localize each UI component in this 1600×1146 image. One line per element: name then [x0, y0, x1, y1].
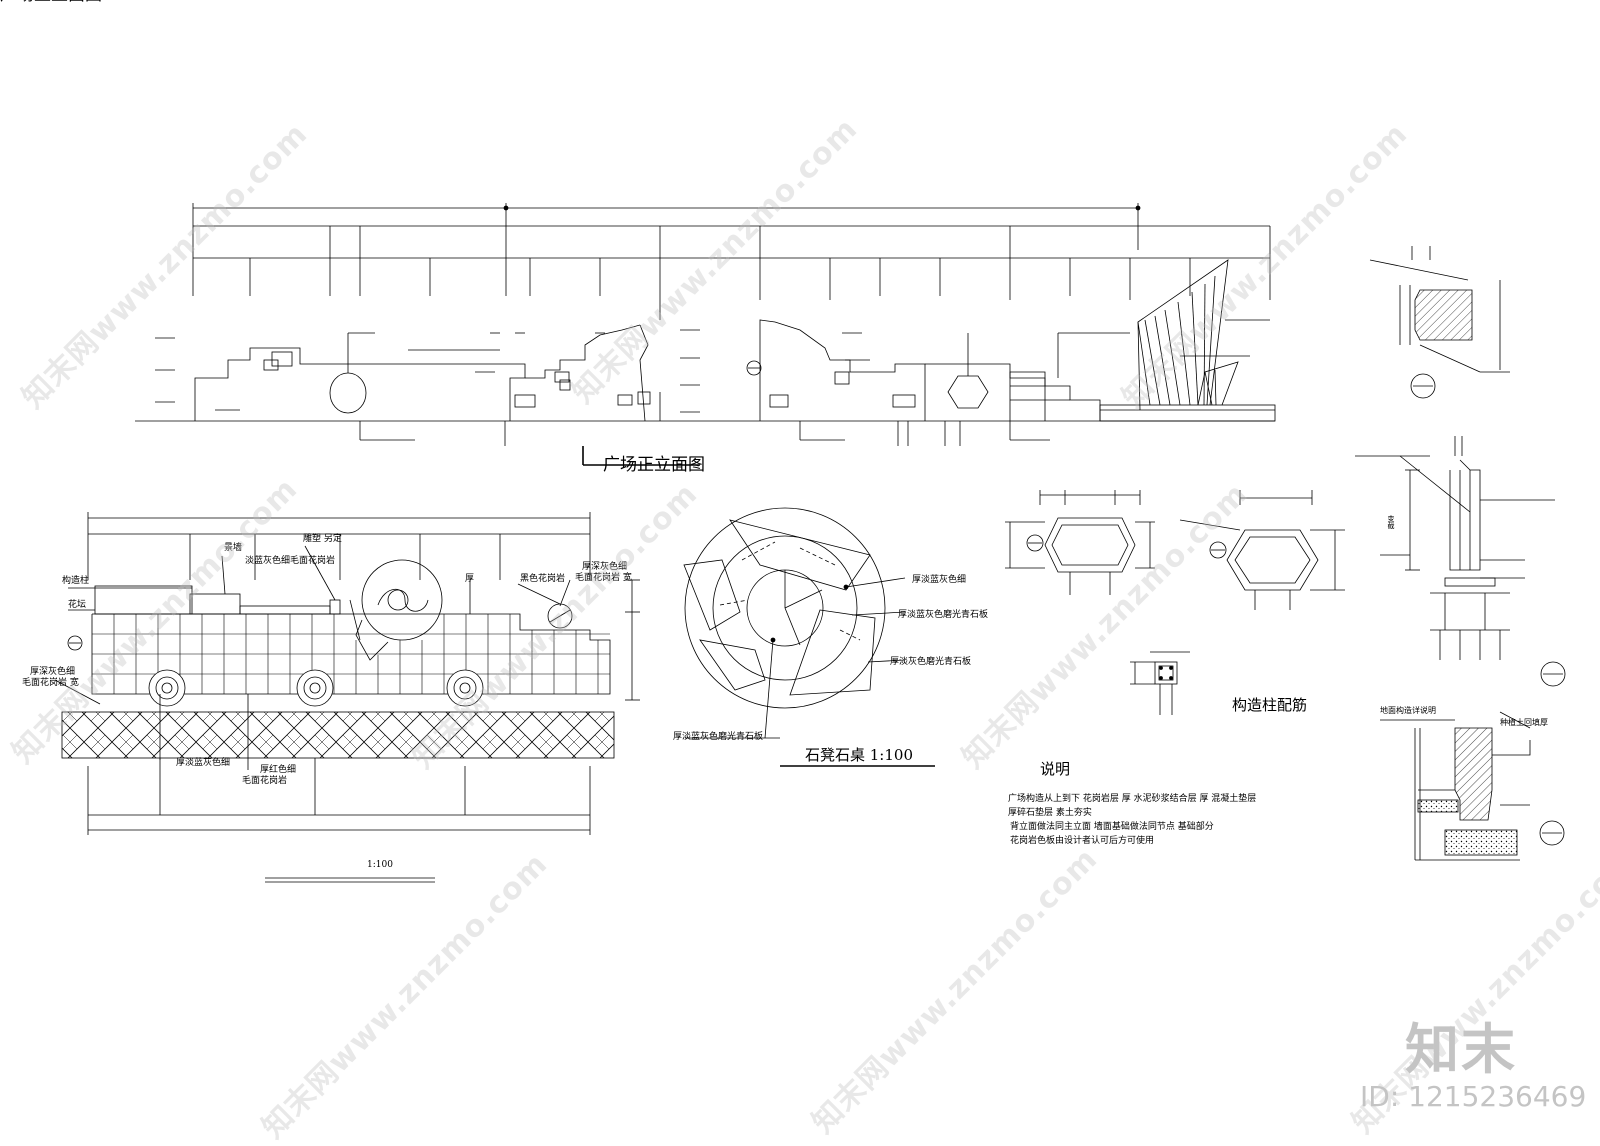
stone-bench-table-plan — [683, 507, 935, 767]
label-column: 构造柱 — [62, 576, 90, 586]
note-line-3: 背立面做法同主立面 墙面基础做法同节点 基础部分 — [1010, 822, 1214, 832]
label-left-deep-gray-2: 毛面花岗岩 宽 — [22, 678, 79, 688]
label-wall: 景墙 — [224, 543, 243, 553]
column-section-details — [1005, 490, 1345, 715]
label-left-deep-gray-1: 厚深灰色细 — [30, 667, 76, 677]
detail-ground-note: 地面构造详说明 — [1380, 706, 1436, 715]
bench-label-a: 厚淡蓝灰色细 — [912, 575, 967, 585]
label-red-granite-2: 毛面花岗岩 — [242, 776, 288, 786]
bench-label-d: 厚淡蓝灰色磨光青石板 — [673, 732, 764, 742]
plaza-front-elevation — [135, 203, 1276, 466]
detail-planting-note: 种植土回填厚 — [1500, 718, 1548, 727]
label-deep-gray-1: 厚深灰色细 — [582, 562, 628, 572]
label-pale-blue-granite: 淡蓝灰色细毛面花岗岩 — [245, 556, 336, 566]
bench-label-c: 厚淡灰色磨光青石板 — [890, 657, 972, 667]
label-bottom-pale-blue: 厚淡蓝灰色细 — [176, 758, 231, 768]
elevation-title: 广场正立面图 — [0, 0, 102, 5]
bench-label-b: 厚淡蓝灰色磨光青石板 — [898, 610, 989, 620]
label-flowerbed: 花坛 — [68, 600, 87, 610]
label-thick1: 厚 — [465, 574, 475, 584]
note-line-2: 厚碎石垫层 素土夯实 — [1008, 808, 1092, 818]
wall-section-detail — [1355, 436, 1566, 687]
plaza-plan — [54, 512, 640, 883]
plan-tile-grid — [92, 614, 610, 694]
plan-drain-1 — [148, 669, 186, 707]
label-sculpture: 雕塑 另定 — [303, 534, 342, 544]
plan-drain-2 — [296, 669, 334, 707]
note-line-4: 花岗岩色板由设计者认可后方可使用 — [1010, 836, 1155, 846]
plan-drain-3 — [446, 669, 484, 707]
brand-id: ID: 1215236469 — [1360, 1080, 1587, 1113]
wall-cap-detail — [1369, 246, 1510, 399]
bench-title: 石凳石桌 1:100 — [805, 746, 913, 764]
label-deep-gray-2: 毛面花岗岩 宽 — [575, 573, 632, 583]
note-line-1: 广场构造从上到下 花岗岩层 厚 水泥砂浆结合层 厚 混凝土垫层 — [1008, 794, 1257, 804]
detail-elevation-note: 变截 — [1387, 515, 1395, 529]
rebar-title: 构造柱配筋 — [1232, 696, 1308, 714]
notes-heading: 说明 — [1040, 760, 1071, 778]
elevation-title-text: 广场正立面图 — [603, 455, 705, 475]
ground-construction-detail — [1380, 711, 1565, 861]
label-black-granite: 黑色花岗岩 — [520, 574, 566, 584]
brand-logo: 知末 — [1405, 1018, 1517, 1081]
label-red-granite-1: 厚红色细 — [260, 765, 297, 775]
plan-scale: 1:100 — [367, 860, 393, 870]
